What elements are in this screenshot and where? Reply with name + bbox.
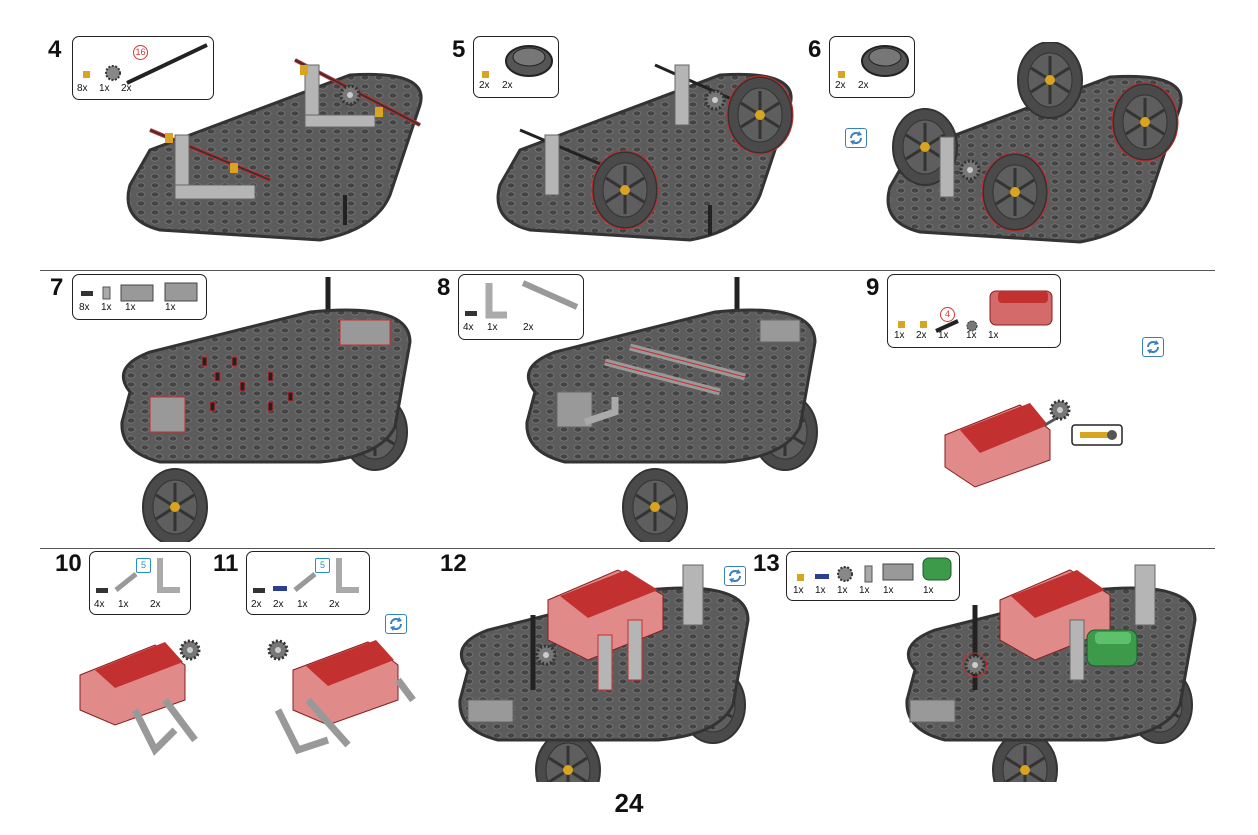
part-qty: 2x: [329, 599, 340, 610]
step-number: 5: [452, 36, 466, 63]
part-qty: 4x: [94, 599, 105, 610]
row-divider-1: [40, 270, 1215, 271]
step-9-illustration: [944, 399, 1123, 488]
part-qty: 2x: [523, 322, 534, 333]
part-qty: 2x: [121, 83, 132, 94]
parts-box: 16 8x 1x 2x: [72, 36, 214, 100]
parts-box: 2x 2x: [473, 36, 559, 98]
length-callout: 16: [133, 45, 148, 60]
part-qty: 1x: [837, 585, 848, 596]
part-qty: 1x: [883, 585, 894, 596]
step-10-illustration: [79, 639, 201, 756]
part-qty: 1x: [165, 302, 176, 313]
part-qty: 1x: [894, 330, 905, 341]
part-qty: 8x: [77, 83, 88, 94]
step-number: 4: [48, 36, 62, 63]
step-8-illustration: [525, 277, 819, 542]
part-qty: 1x: [988, 330, 999, 341]
step-number: 6: [808, 36, 822, 63]
page-number: 24: [614, 788, 644, 818]
length-callout: 4: [940, 307, 955, 322]
part-qty: 1x: [923, 585, 934, 596]
part-qty: 1x: [101, 302, 112, 313]
rotate-model-icon: [845, 128, 867, 148]
part-qty: 1x: [793, 585, 804, 596]
step-7-illustration: [120, 277, 412, 542]
step-13-illustration: [905, 564, 1197, 782]
rotate-model-icon: [385, 614, 407, 634]
step-6-illustration: [886, 42, 1183, 244]
rotate-model-icon: [724, 566, 746, 586]
parts-box: 1x 1x 1x 1x 1x 1x: [786, 551, 960, 601]
part-qty: 1x: [297, 599, 308, 610]
part-qty: 1x: [966, 330, 977, 341]
part-qty: 1x: [118, 599, 129, 610]
step-5-illustration: [496, 63, 794, 242]
part-qty: 1x: [99, 83, 110, 94]
parts-box: 2x 2x: [829, 36, 915, 98]
step-12-illustration: [458, 564, 750, 782]
part-qty: 2x: [916, 330, 927, 341]
step-number: 10: [55, 550, 82, 577]
parts-box: 8x 1x 1x 1x: [72, 274, 207, 320]
step-number: 9: [866, 274, 880, 301]
part-qty: 2x: [858, 80, 869, 91]
part-qty: 2x: [251, 599, 262, 610]
step-number: 12: [440, 550, 467, 577]
part-qty: 1x: [859, 585, 870, 596]
part-qty: 4x: [463, 322, 474, 333]
parts-box: 5 4x 1x 2x: [89, 551, 191, 615]
part-qty: 1x: [938, 330, 949, 341]
part-qty: 2x: [273, 599, 284, 610]
part-qty: 2x: [835, 80, 846, 91]
length-callout: 5: [136, 558, 151, 573]
part-qty: 2x: [479, 80, 490, 91]
part-qty: 8x: [79, 302, 90, 313]
step-11-illustration: [267, 639, 416, 755]
row-divider-2: [40, 548, 1215, 549]
step-number: 8: [437, 274, 451, 301]
part-qty: 1x: [815, 585, 826, 596]
length-callout: 5: [315, 558, 330, 573]
parts-box: 5 2x 2x 1x 2x: [246, 551, 370, 615]
part-qty: 2x: [150, 599, 161, 610]
part-qty: 2x: [502, 80, 513, 91]
step-number: 13: [753, 550, 780, 577]
rotate-model-icon: [1142, 337, 1164, 357]
part-qty: 1x: [487, 322, 498, 333]
step-number: 7: [50, 274, 64, 301]
part-qty: 1x: [125, 302, 136, 313]
step-number: 11: [213, 550, 239, 577]
parts-box: 4 1x 2x 1x 1x 1x: [887, 274, 1061, 348]
parts-box: 4x 1x 2x: [458, 274, 584, 340]
step-4-illustration: [126, 58, 423, 242]
